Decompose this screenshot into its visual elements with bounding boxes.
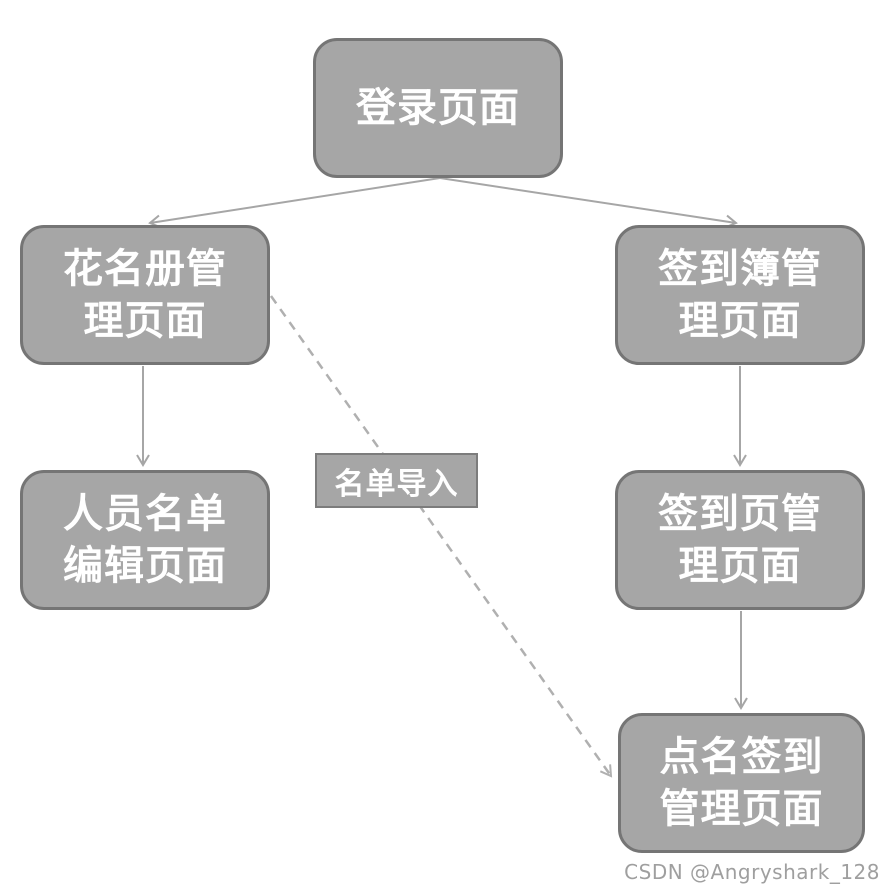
node-rollcall-signin-management-page: 点名签到 管理页面 (618, 713, 865, 853)
edge-login-signbook (439, 177, 738, 229)
node-login-page: 登录页面 (313, 38, 563, 178)
node-signin-page-management-page: 签到页管 理页面 (615, 470, 865, 610)
node-personnel-list-edit-page: 人员名单 编辑页面 (20, 470, 270, 610)
edge-login-roster (148, 177, 441, 229)
node-signpage-label: 签到页管 理页面 (658, 491, 822, 589)
edge-label-list-import: 名单导入 (315, 453, 478, 508)
csdn-watermark: CSDN @Angryshark_128 (624, 860, 880, 884)
node-signin-book-management-page: 签到簿管 理页面 (615, 225, 865, 365)
node-roster-label: 花名册管 理页面 (63, 246, 227, 344)
node-signbook-label: 签到簿管 理页面 (658, 246, 822, 344)
node-login-label: 登录页面 (356, 85, 520, 131)
node-rollcall-label: 点名签到 管理页面 (659, 734, 824, 832)
edge-roster-rollcall-dashed (269, 295, 613, 778)
node-roster-management-page: 花名册管 理页面 (20, 225, 270, 365)
edge-label-list-import-text: 名单导入 (334, 466, 459, 502)
node-editor-label: 人员名单 编辑页面 (63, 491, 227, 589)
